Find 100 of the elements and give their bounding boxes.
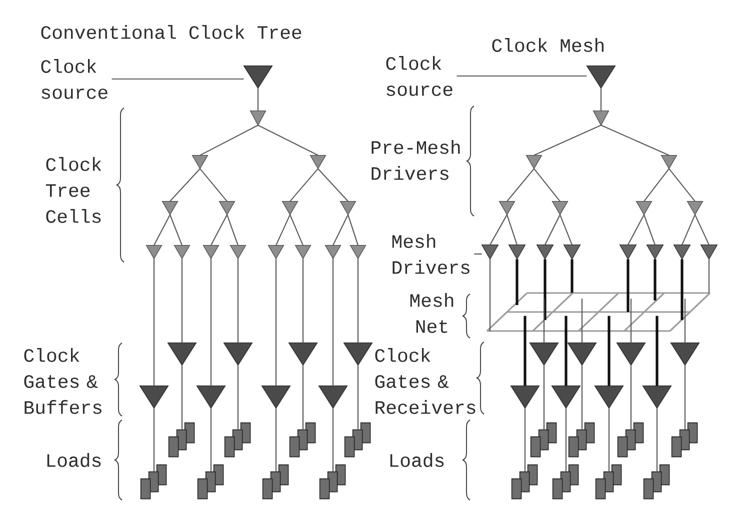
wire [543,298,545,343]
rectangle-stack [643,464,670,500]
wire [181,365,183,430]
group-label: Clock Gates & Receivers [375,348,476,414]
buffer-triangle [223,342,253,366]
buffer-triangle [567,342,597,366]
wire [210,408,212,472]
wire [153,258,155,386]
buffer-triangle [343,342,373,366]
buffer-triangle [268,244,284,260]
buffer-triangle [636,200,652,216]
buffer-triangle [646,244,664,260]
buffer-triangle [324,244,342,260]
wire [237,365,239,430]
wire [630,365,632,430]
buffer-triangle [340,200,356,216]
buffer-triangle [481,244,499,260]
buffer-triangle [174,244,190,260]
buffer-triangle [230,244,246,260]
wire [570,259,574,293]
rectangle-stack [262,464,289,500]
wire [628,214,644,246]
wire [694,214,710,246]
buffer-triangle [642,385,672,409]
rectangle-stack [595,464,622,500]
group-label: Pre-Mesh Drivers [372,140,460,180]
wire [656,316,658,386]
leader-line [456,75,587,77]
buffer-triangle [616,342,646,366]
wire [170,168,200,202]
wire [608,316,610,386]
rectangle-stack [617,422,644,458]
buffer-triangle [282,200,298,216]
wire [534,124,602,156]
wire [564,316,568,386]
wire [682,214,696,246]
buffer-triangle [673,244,691,260]
rectangle-stack [289,422,316,458]
buffer-triangle [536,244,554,260]
buffer-triangle [162,200,178,216]
wire [626,259,630,312]
buffer-triangle [498,200,516,216]
wire [257,88,259,111]
group-label: Loads [390,453,444,467]
buffer-triangle [250,110,266,126]
rectangle-stack [568,422,595,458]
buffer-triangle [146,244,162,260]
wire [154,214,170,246]
wire [680,259,684,320]
buffer-triangle [196,385,226,409]
wire [524,408,526,472]
buffer-triangle [670,342,700,366]
wire [565,408,567,472]
rectangle-stack [197,464,224,500]
buffer-triangle [586,65,616,89]
wire [318,168,348,202]
leader-line [474,253,482,255]
rectangle-stack [319,464,346,500]
buffer-triangle [310,154,326,170]
buffer-triangle [660,154,678,170]
heading: Clock Mesh [492,38,604,52]
label-text: Clock source [386,56,452,96]
wire [608,408,610,472]
wire [684,365,686,430]
wire [581,298,583,343]
buffer-triangle [563,244,581,260]
group-label: Clock Gates & Buffers [24,348,102,414]
wire [544,214,560,246]
buffer-triangle [700,244,718,260]
buffer-triangle [139,385,169,409]
wire [275,258,277,386]
wire [581,365,583,430]
wire [506,214,518,245]
wire [600,124,670,156]
rectangle-stack [344,422,371,458]
wire [489,259,491,332]
rectangle-stack [671,422,698,458]
buffer-triangle [529,342,559,366]
wire [347,214,359,246]
wire [516,259,518,306]
wire [644,214,656,245]
wire [302,365,304,430]
label-text: Mesh Drivers [392,234,470,274]
wire [153,408,155,472]
buffer-triangle [510,385,540,409]
wire [357,365,359,430]
buffer-triangle [294,244,312,260]
wire [506,168,534,202]
wire [258,124,318,156]
buffer-triangle [526,154,542,170]
buffer-triangle [261,385,291,409]
wire [210,214,228,246]
rectangle-stack [224,422,251,458]
heading: Conventional Clock Tree [41,25,302,39]
wire [226,214,239,246]
wire [654,259,656,300]
rectangle-stack [530,422,557,458]
wire [200,168,228,202]
buffer-triangle [508,244,526,260]
rectangle-stack [168,422,195,458]
